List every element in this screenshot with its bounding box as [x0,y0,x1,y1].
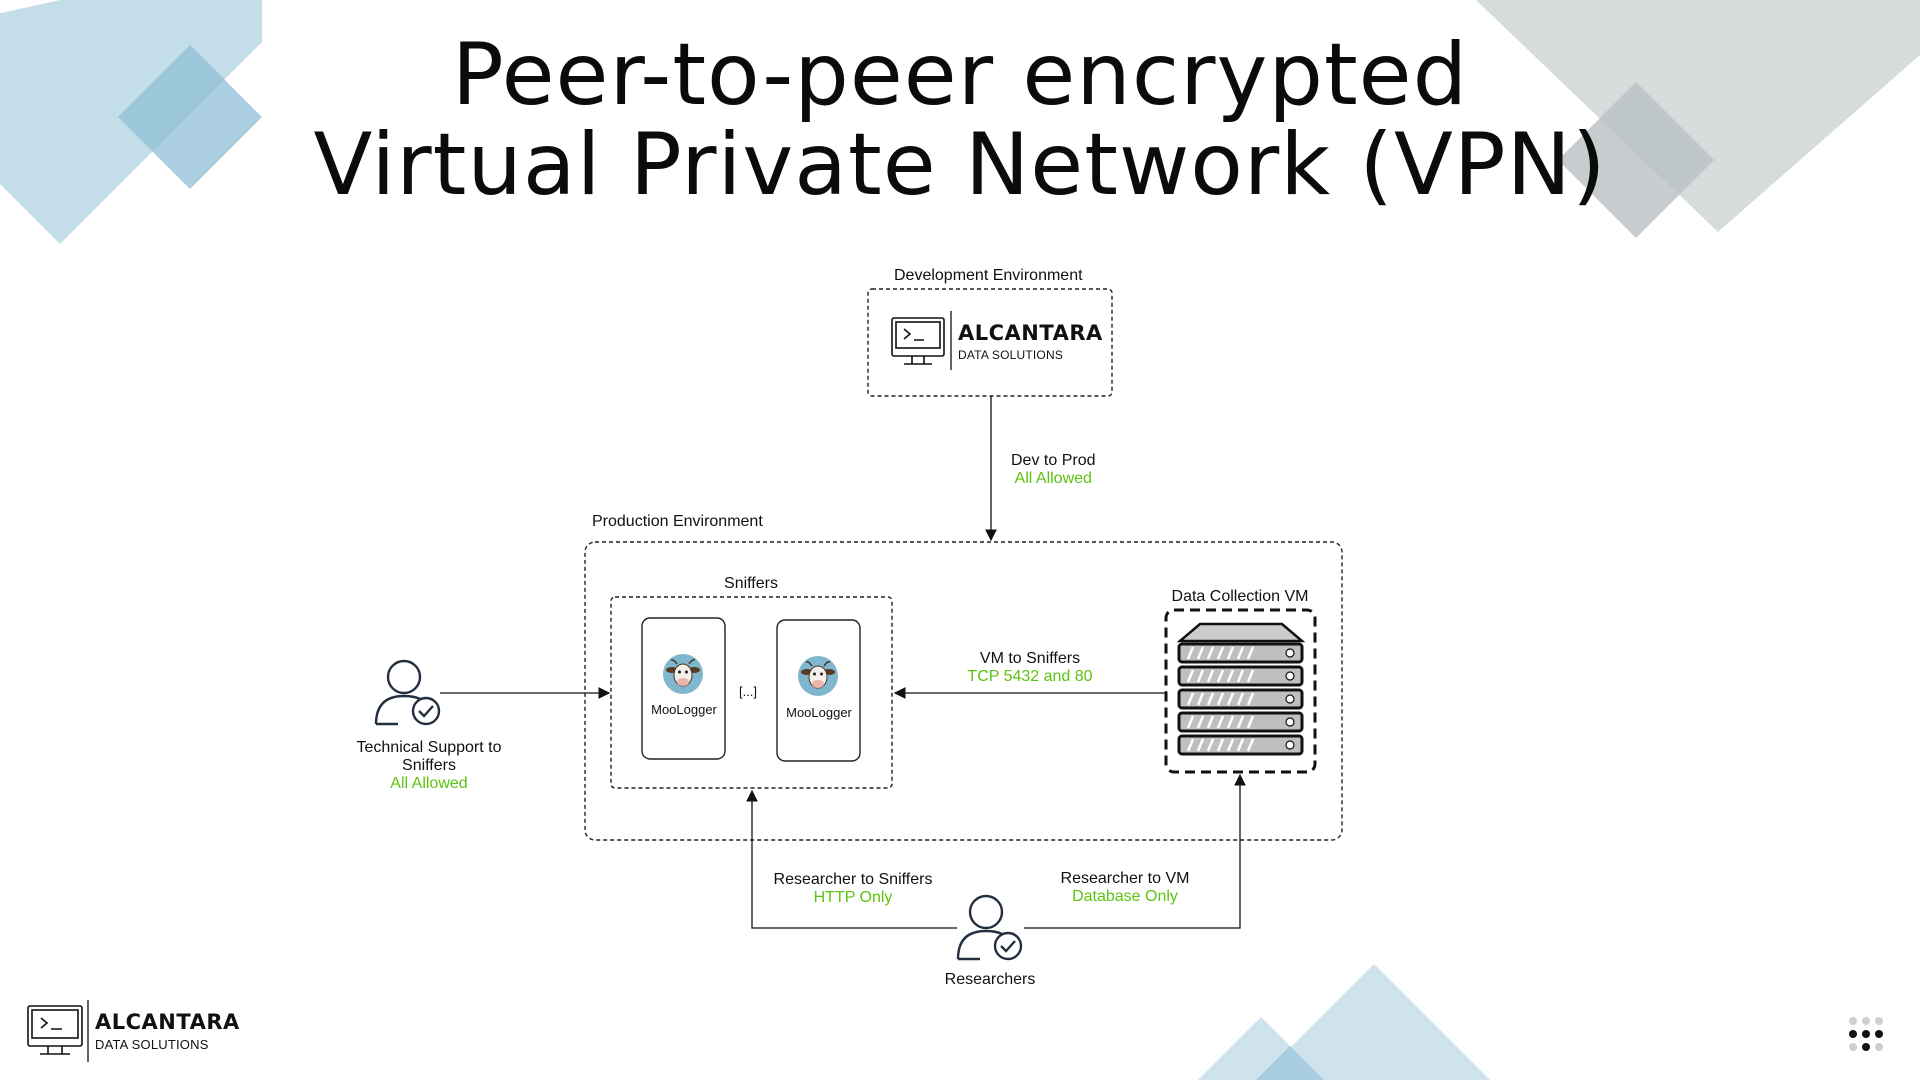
edge-researcher-to-sniffers [746,789,957,929]
user-check-icon [374,659,441,726]
production-environment-box [584,541,1343,841]
edge-researcher-to-sniffers-title: Researcher to Sniffers [773,871,933,888]
edge-dev-to-prod-label: Dev to Prod All Allowed [1011,452,1095,488]
researchers-label: Researchers [944,971,1036,988]
footer-brand-name: ALCANTARA [95,1010,240,1034]
edge-vm-to-sniffers-title: VM to Sniffers [979,650,1081,667]
footer-brand-subtitle: DATA SOLUTIONS [95,1037,209,1052]
server-rack-icon [1176,622,1306,756]
edge-researcher-to-vm-rule: Database Only [1072,888,1178,905]
edge-support-title-line2: Sniffers [402,757,456,774]
edge-researcher-to-vm-label: Researcher to VM Database Only [1061,870,1190,906]
cow-icon [663,654,703,694]
user-check-icon [956,894,1023,961]
edge-support-rule: All Allowed [390,775,468,792]
sniffers-ellipsis: [...] [738,684,758,699]
brand-subtitle: DATA SOLUTIONS [958,348,1064,362]
edge-vm-to-sniffers-label: VM to Sniffers TCP 5432 and 80 [967,650,1092,686]
edge-researcher-to-vm-title: Researcher to VM [1060,870,1190,887]
edge-researcher-to-vm [1024,773,1246,929]
brand-name: ALCANTARA [958,321,1103,345]
edge-support-title-line1: Technical Support to [356,739,502,756]
dev-environment-label: Development Environment [894,267,1083,284]
slide-title-line2: Virtual Private Network (VPN) [313,115,1607,215]
terminal-monitor-icon [27,1005,83,1055]
vm-label: Data Collection VM [1171,588,1309,605]
edge-dev-to-prod-title: Dev to Prod [1011,452,1096,469]
deco-top-left [0,0,262,244]
edge-researcher-to-sniffers-label: Researcher to Sniffers HTTP Only [774,871,933,907]
slide-title-line1: Peer-to-peer encrypted [451,25,1469,125]
moologger-label-1: MooLogger [651,702,717,717]
cow-icon [798,656,838,696]
slide-title: Peer-to-peer encrypted Virtual Private N… [0,30,1920,210]
production-environment-label: Production Environment [592,513,763,530]
dots-grid-icon[interactable] [1849,1017,1883,1051]
vm-box [1164,608,1317,774]
deco-bottom-right [1198,964,1490,1080]
deco-top-right [1476,0,1920,238]
edge-vm-to-sniffers-rule: TCP 5432 and 80 [967,668,1093,685]
edge-researcher-to-sniffers-rule: HTTP Only [813,889,893,906]
edge-support-label: Technical Support to Sniffers All Allowe… [357,739,502,793]
dev-environment-box [867,288,1113,397]
moologger-label-2: MooLogger [786,705,852,720]
sniffers-label: Sniffers [724,575,778,592]
edge-vm-to-sniffers [893,687,1167,699]
terminal-monitor-icon [891,317,945,365]
sniffers-box [610,596,893,789]
edge-dev-to-prod-rule: All Allowed [1014,470,1092,487]
